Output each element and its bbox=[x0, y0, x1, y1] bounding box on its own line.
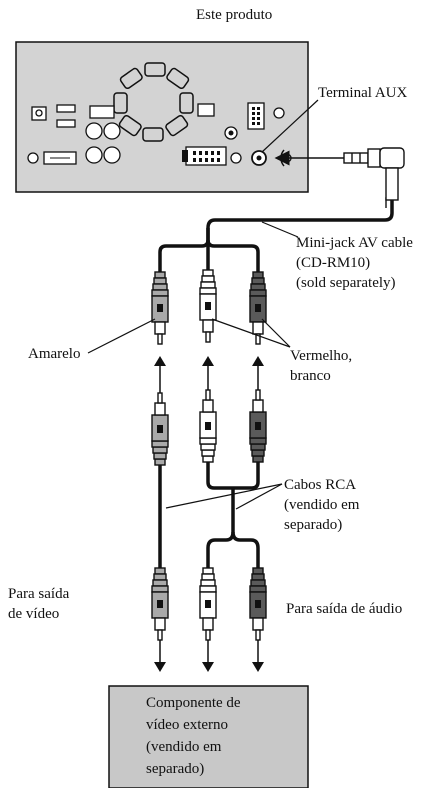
video-out-label-line2: de vídeo bbox=[8, 606, 60, 622]
aux-terminal-label: Terminal AUX bbox=[318, 85, 408, 101]
connect-arrows-lower bbox=[154, 640, 264, 672]
yellow-label: Amarelo bbox=[28, 346, 81, 362]
red-plug-rca-lower bbox=[249, 567, 267, 641]
rca-leader-line bbox=[165, 483, 283, 509]
white-plug-rca-lower bbox=[199, 567, 217, 641]
rca-label-line3: separado) bbox=[284, 517, 343, 533]
usb-port-icon bbox=[56, 119, 76, 128]
small-port-icon bbox=[197, 103, 215, 117]
mini-jack-av-cable bbox=[158, 200, 394, 272]
head-unit-rear-panel bbox=[15, 41, 309, 193]
cable-label-line1: Mini-jack AV cable bbox=[296, 235, 413, 251]
rca-leader-line bbox=[235, 483, 283, 510]
aux-leader-line bbox=[261, 99, 319, 153]
yellow-plug-top bbox=[151, 271, 169, 345]
hdmi-port-icon bbox=[89, 105, 115, 119]
component-label-line3: (vendido em bbox=[146, 739, 222, 755]
rca-label-line1: Cabos RCA bbox=[284, 477, 357, 493]
red-white-label-line2: branco bbox=[290, 368, 331, 384]
red-plug-top bbox=[249, 271, 267, 345]
cable-leader-line bbox=[261, 221, 299, 238]
video-out-label-line1: Para saída bbox=[8, 586, 70, 602]
red-white-label-line1: Vermelho, bbox=[290, 348, 353, 364]
cable-label-line2: (CD-RM10) bbox=[296, 255, 371, 271]
yellow-leader-line bbox=[87, 318, 156, 354]
connect-arrows-upper bbox=[154, 356, 264, 393]
white-plug-rca-upper bbox=[199, 389, 217, 463]
harness-connector-icon bbox=[185, 146, 227, 166]
product-label: Este produto bbox=[196, 7, 273, 23]
white-leader-line bbox=[211, 318, 291, 348]
external-video-component-box bbox=[108, 685, 309, 788]
cooling-fan-icon bbox=[113, 62, 194, 142]
component-label-line4: separado) bbox=[146, 761, 205, 777]
rca-label-line2: (vendido em bbox=[284, 497, 360, 513]
audio-out-label: Para saída de áudio bbox=[286, 601, 403, 617]
white-plug-top bbox=[199, 269, 217, 343]
mini-jack-plug bbox=[343, 147, 405, 208]
multi-pin-connector-icon bbox=[247, 102, 265, 130]
rca-cables bbox=[158, 462, 260, 568]
cable-label-line3: (sold separately) bbox=[296, 275, 396, 291]
usb-port-icon bbox=[56, 104, 76, 113]
antenna-port-icon bbox=[31, 106, 47, 121]
yellow-plug-rca-lower bbox=[151, 567, 169, 641]
component-label-line2: vídeo externo bbox=[146, 717, 229, 733]
red-leader-line bbox=[261, 318, 291, 348]
red-plug-rca-upper bbox=[249, 389, 267, 463]
yellow-plug-rca-upper bbox=[151, 392, 169, 466]
component-label-line1: Componente de bbox=[146, 695, 241, 711]
